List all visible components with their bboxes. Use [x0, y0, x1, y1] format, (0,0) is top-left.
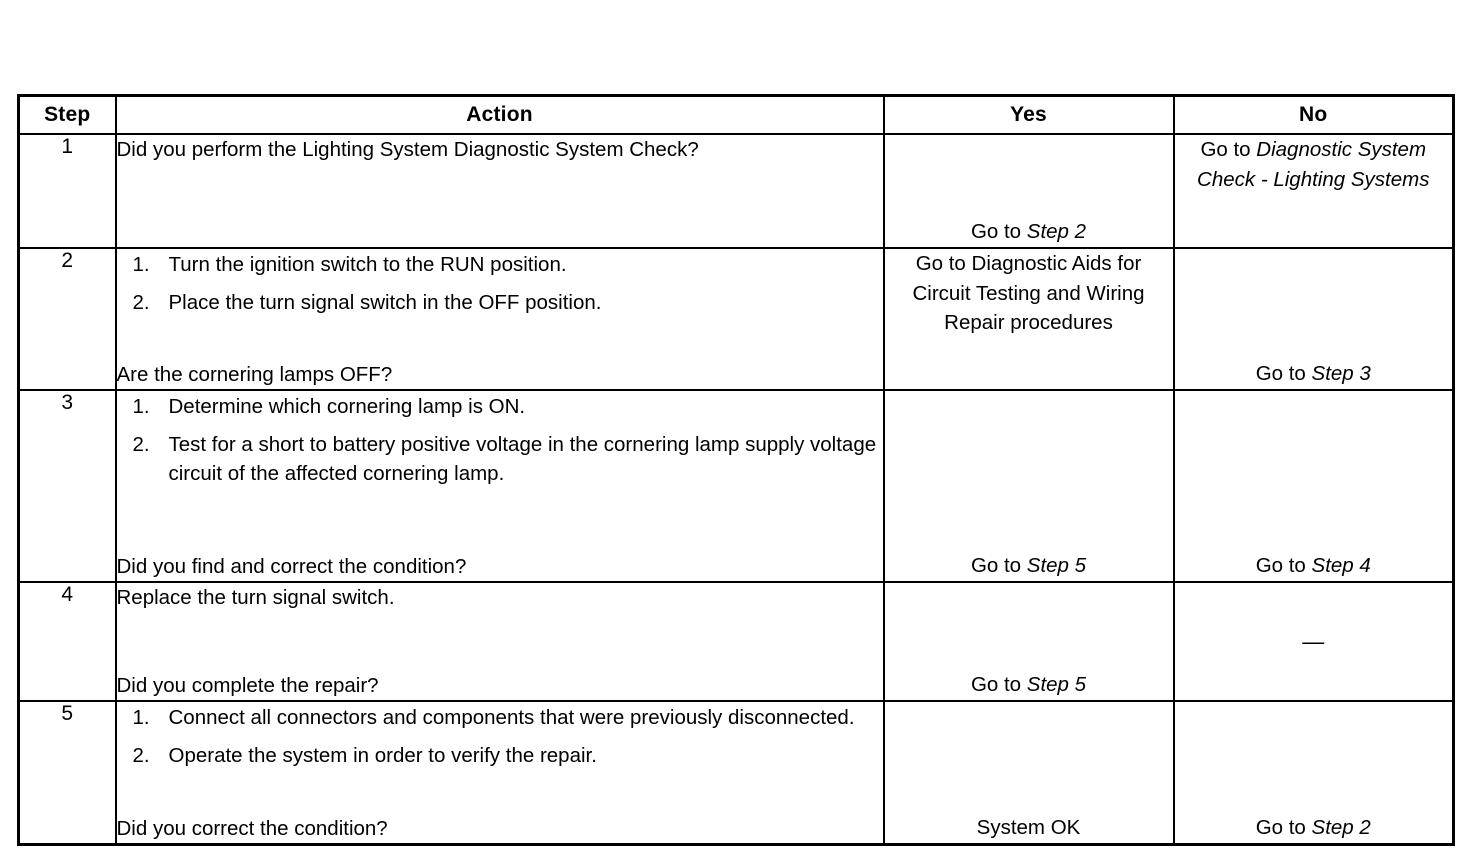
result-text-plain: Go to	[970, 220, 1027, 244]
action-step-item: 2. Test for a short to battery positive v…	[117, 430, 883, 488]
step-number-cell: 1	[17, 133, 117, 249]
action-step-text: Place the turn signal switch in the OFF …	[168, 291, 602, 315]
action-step-text: Connect all connectors and components th…	[168, 706, 855, 729]
action-step-number: 1.	[132, 253, 150, 276]
action-question-text: Did you find and correct the condition?	[116, 554, 467, 578]
table-header: Step Action Yes No	[17, 94, 1455, 135]
result-text-reference: Step 4	[1311, 554, 1371, 578]
result-text: Go to Step 4	[1175, 551, 1453, 581]
action-intro-text: Replace the turn signal switch.	[116, 586, 395, 609]
column-header-no: No	[1172, 94, 1455, 135]
result-text-plain: Go to	[970, 673, 1027, 697]
result-text-plain: Go to Diagnostic Aids for Circuit Testin…	[912, 252, 1145, 335]
result-text-reference: Step 2	[1311, 816, 1371, 840]
action-question-text: Did you correct the condition?	[116, 816, 388, 840]
no-result-cell: Go to Step 3	[1172, 247, 1455, 391]
table-row: 2 1. Turn the ignition switch to the RUN p…	[17, 247, 1455, 391]
yes-result-cell: Go to Step 5	[882, 581, 1175, 702]
step-number-cell: 4	[17, 581, 117, 702]
action-step-list: 1. Connect all connectors and components …	[117, 703, 883, 770]
result-text-reference: Step 5	[1026, 673, 1087, 697]
yes-result-cell: System OK	[882, 700, 1175, 846]
yes-result-cell: Go to Step 5	[882, 389, 1175, 583]
result-text-plain: Go to	[1200, 138, 1257, 161]
table-row: 5 1. Connect all connectors and components…	[17, 700, 1455, 846]
action-step-number: 1.	[132, 706, 150, 729]
action-cell: Replace the turn signal switch. Did you c…	[114, 581, 885, 702]
result-text: Go to Step 3	[1175, 359, 1453, 389]
column-header-step: Step	[17, 94, 117, 135]
action-question-text: Are the cornering lamps OFF?	[116, 362, 393, 386]
result-text-plain: Go to	[1255, 362, 1312, 386]
action-intro-text: Did you perform the Lighting System Diag…	[116, 138, 699, 161]
action-step-text: Operate the system in order to verify th…	[168, 744, 597, 768]
action-step-list: 1. Turn the ignition switch to the RUN po…	[117, 250, 883, 317]
action-cell: 1. Determine which cornering lamp is ON. 2…	[114, 389, 885, 583]
result-text: System OK	[885, 813, 1173, 843]
no-result-cell: Go to Diagnostic System Check - Lighting…	[1172, 133, 1455, 249]
action-step-number: 2.	[132, 291, 150, 315]
action-step-text: Turn the ignition switch to the RUN posi…	[168, 253, 567, 276]
result-text-reference: Step 3	[1311, 362, 1371, 386]
action-step-item: 1. Connect all connectors and components …	[117, 703, 883, 732]
result-text-plain: System OK	[976, 816, 1081, 840]
result-text: Go to Step 2	[1175, 813, 1453, 843]
result-text-plain: Go to	[970, 554, 1027, 578]
yes-result-cell: Go to Diagnostic Aids for Circuit Testin…	[882, 247, 1175, 391]
result-text: Go to Step 2	[885, 217, 1173, 247]
step-number-cell: 3	[17, 389, 117, 583]
result-text: —	[1175, 628, 1453, 654]
result-text-reference: Step 5	[1026, 554, 1087, 578]
action-step-text: Determine which cornering lamp is ON.	[168, 395, 526, 418]
no-result-cell: —	[1172, 581, 1455, 702]
action-step-item: 1. Turn the ignition switch to the RUN po…	[117, 250, 883, 279]
action-step-item: 2. Place the turn signal switch in the OF…	[117, 288, 883, 317]
header-row: Step Action Yes No	[17, 94, 1455, 135]
action-question-text: Did you complete the repair?	[116, 673, 379, 697]
no-result-cell: Go to Step 4	[1172, 389, 1455, 583]
action-step-number: 2.	[132, 433, 150, 457]
yes-result-cell: Go to Step 2	[882, 133, 1175, 249]
column-header-action: Action	[114, 94, 885, 135]
result-text-reference: Diagnostic System Check - Lighting Syste…	[1197, 138, 1430, 191]
result-text: Go to Diagnostic System Check - Lighting…	[1175, 135, 1453, 194]
step-number-cell: 2	[17, 247, 117, 391]
action-step-number: 2.	[132, 744, 150, 768]
em-dash-placeholder: —	[1302, 628, 1325, 654]
action-cell: Did you perform the Lighting System Diag…	[114, 133, 885, 249]
action-step-list: 1. Determine which cornering lamp is ON. 2…	[117, 392, 883, 488]
result-text-reference: Step 2	[1026, 220, 1087, 244]
action-cell: 1. Connect all connectors and components …	[114, 700, 885, 846]
action-cell: 1. Turn the ignition switch to the RUN po…	[114, 247, 885, 391]
result-text-plain: Go to	[1255, 554, 1312, 578]
action-step-text: Test for a short to battery positive vol…	[168, 433, 877, 486]
action-step-item: 2. Operate the system in order to verify …	[117, 741, 883, 770]
result-text: Go to Step 5	[885, 551, 1173, 581]
table-row: 3 1. Determine which cornering lamp is ON.…	[17, 389, 1455, 583]
result-text: Go to Step 5	[885, 670, 1173, 700]
step-number-cell: 5	[17, 700, 117, 846]
action-step-item: 1. Determine which cornering lamp is ON.	[117, 392, 883, 421]
action-step-number: 1.	[132, 395, 150, 418]
result-text-plain: Go to	[1255, 816, 1312, 840]
result-text: Go to Diagnostic Aids for Circuit Testin…	[885, 249, 1173, 338]
column-header-yes: Yes	[882, 94, 1175, 135]
no-result-cell: Go to Step 2	[1172, 700, 1455, 846]
